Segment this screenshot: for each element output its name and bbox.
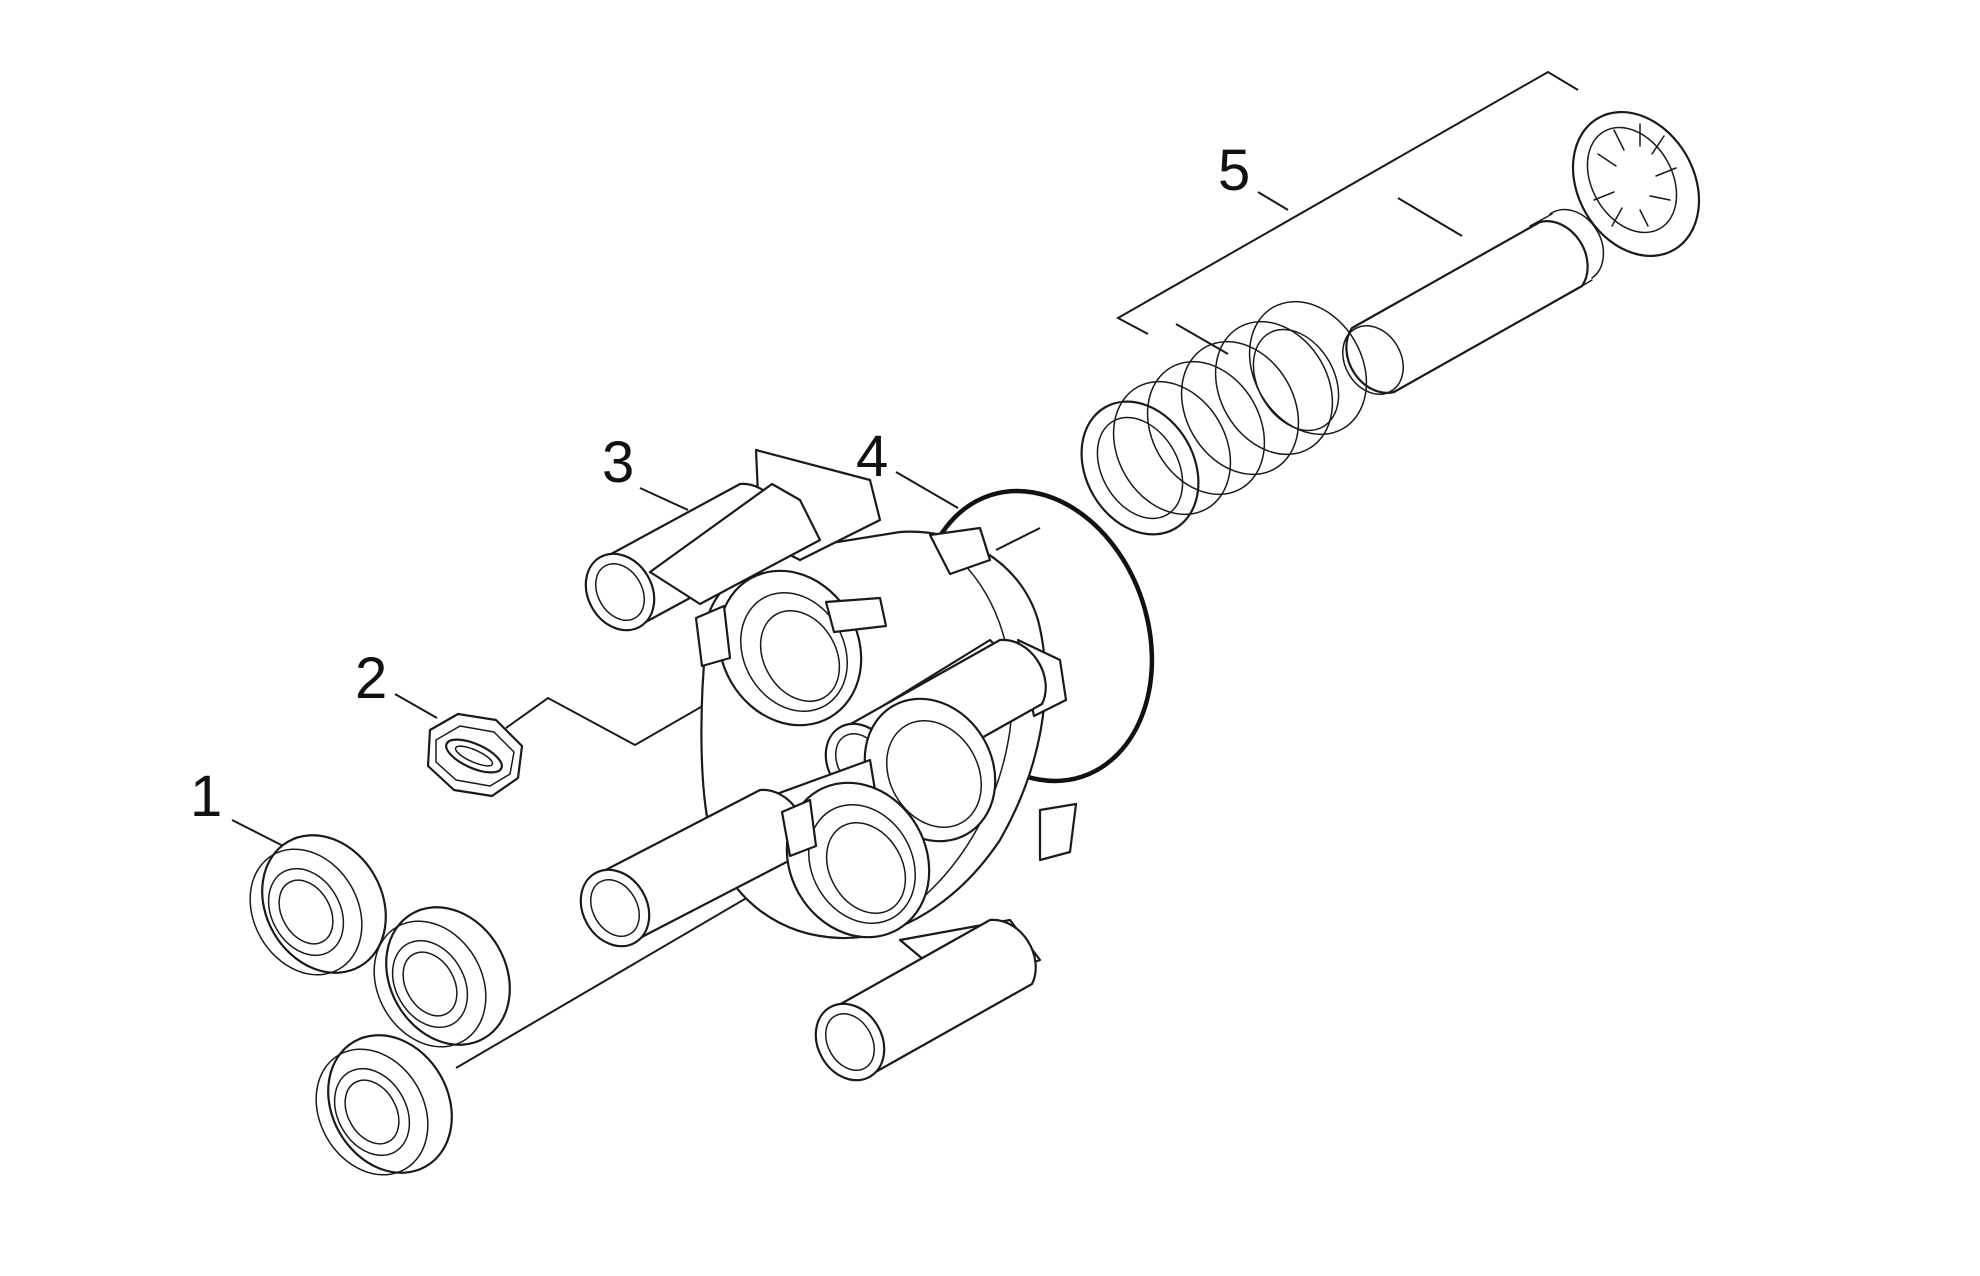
valve-plate: [426, 712, 524, 798]
callout-1: 1: [190, 764, 222, 829]
callout-5: 5: [1218, 138, 1250, 203]
seal-ring-bottom: [315, 1034, 453, 1176]
callout-3: 3: [602, 430, 634, 495]
valve-housing: [579, 448, 1078, 1082]
coil-spring: [1080, 300, 1368, 536]
spring-clip-washer: [1571, 110, 1701, 258]
seal-ring-top: [249, 834, 387, 976]
seal-ring-middle: [373, 906, 511, 1048]
callout-4: 4: [856, 424, 888, 489]
callout-2: 2: [355, 646, 387, 711]
piston-pin: [1342, 208, 1605, 395]
